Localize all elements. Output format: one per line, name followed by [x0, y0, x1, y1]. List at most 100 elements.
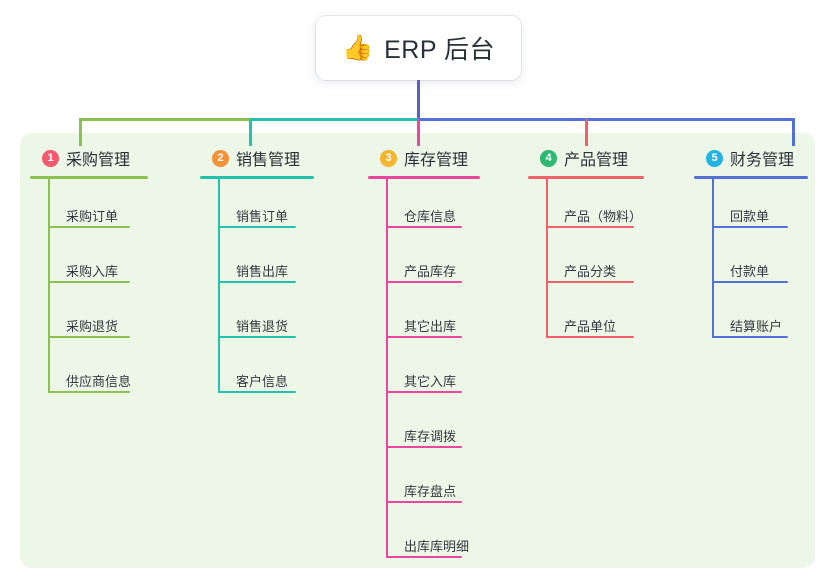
root-node-label: ERP 后台: [384, 36, 496, 64]
branch-items-list: 销售订单销售出库销售退货客户信息: [200, 179, 314, 399]
branch-item-rule: [712, 336, 788, 338]
branch-header-rule: [694, 176, 808, 179]
branch-item[interactable]: 采购订单: [30, 179, 148, 234]
branch-items-list: 仓库信息产品库存其它出库其它入库库存调拨库存盘点出库库明细: [368, 179, 480, 564]
branch-item[interactable]: 销售出库: [200, 234, 314, 289]
branch-item[interactable]: 客户信息: [200, 344, 314, 399]
branch-header-3[interactable]: 3 库存管理: [368, 146, 480, 170]
branch-number-badge: 1: [42, 149, 59, 167]
branch-item-rule: [386, 391, 462, 393]
branch-header-rule: [200, 176, 314, 179]
branch-item[interactable]: 采购退货: [30, 289, 148, 344]
branch-number-badge: 5: [706, 149, 723, 167]
branch-items-list: 采购订单采购入库采购退货供应商信息: [30, 179, 148, 399]
branch-item-rule: [218, 336, 296, 338]
branch-item-label: 供应商信息: [66, 374, 132, 389]
branch-item[interactable]: 销售退货: [200, 289, 314, 344]
branch-title: 财务管理: [730, 152, 795, 169]
branch-column-1: 1 采购管理采购订单采购入库采购退货供应商信息: [30, 146, 148, 399]
branch-item[interactable]: 结算账户: [694, 289, 808, 344]
branch-item-label: 产品（物料）: [564, 209, 643, 224]
branch-item-label: 销售退货: [236, 319, 289, 334]
branch-item[interactable]: 供应商信息: [30, 344, 148, 399]
branch-number-badge: 4: [540, 149, 557, 167]
branch-item-label: 仓库信息: [404, 209, 457, 224]
root-node-erp-backend[interactable]: 👍 ERP 后台: [316, 16, 521, 80]
branch-item-label: 回款单: [730, 209, 770, 224]
branch-item[interactable]: 其它入库: [368, 344, 480, 399]
branch-title: 销售管理: [236, 152, 301, 169]
branch-header-1[interactable]: 1 采购管理: [30, 146, 148, 170]
branch-items-list: 回款单付款单结算账户: [694, 179, 808, 344]
branch-item-label: 采购订单: [66, 209, 119, 224]
branch-item[interactable]: 销售订单: [200, 179, 314, 234]
branch-number-badge: 2: [212, 149, 229, 167]
branch-item[interactable]: 库存调拨: [368, 399, 480, 454]
branch-number-badge: 3: [380, 149, 397, 167]
branch-header-5[interactable]: 5 财务管理: [694, 146, 808, 170]
branch-item-label: 库存盘点: [404, 484, 457, 499]
branch-item-rule: [386, 556, 462, 558]
branch-item-rule: [48, 226, 130, 228]
branch-header-2[interactable]: 2 销售管理: [200, 146, 314, 170]
branch-item-rule: [48, 391, 130, 393]
branch-item[interactable]: 采购入库: [30, 234, 148, 289]
branch-item[interactable]: 回款单: [694, 179, 808, 234]
branch-item-rule: [546, 336, 634, 338]
branch-item-label: 采购退货: [66, 319, 119, 334]
branch-item[interactable]: 出库库明细: [368, 509, 480, 564]
branch-item-rule: [386, 446, 462, 448]
branch-item[interactable]: 付款单: [694, 234, 808, 289]
branch-item-label: 销售订单: [236, 209, 289, 224]
branch-title: 产品管理: [564, 152, 629, 169]
branch-column-4: 4 产品管理产品（物料） 产品分类产品单位: [528, 146, 644, 344]
branch-spine: [48, 179, 50, 393]
branch-item-rule: [218, 391, 296, 393]
branch-header-rule: [528, 176, 644, 179]
branch-item[interactable]: 产品单位: [528, 289, 644, 344]
branch-column-3: 3 库存管理仓库信息产品库存其它出库其它入库库存调拨库存盘点出库库明细: [368, 146, 480, 564]
branch-item-rule: [48, 336, 130, 338]
branch-item-label: 出库库明细: [404, 539, 470, 554]
branch-item-rule: [386, 281, 462, 283]
branch-item[interactable]: 产品库存: [368, 234, 480, 289]
branch-title: 库存管理: [404, 152, 469, 169]
branch-item[interactable]: 其它出库: [368, 289, 480, 344]
branch-item-label: 采购入库: [66, 264, 119, 279]
branch-item-rule: [218, 281, 296, 283]
branch-item[interactable]: 产品（物料）: [528, 179, 644, 234]
branch-spine: [386, 179, 388, 558]
branch-column-2: 2 销售管理销售订单销售出库销售退货客户信息: [200, 146, 314, 399]
branch-items-list: 产品（物料） 产品分类产品单位: [528, 179, 644, 344]
branch-item[interactable]: 产品分类: [528, 234, 644, 289]
branch-item-rule: [546, 281, 634, 283]
branch-spine: [546, 179, 548, 338]
branch-item-label: 库存调拨: [404, 429, 457, 444]
branch-item-rule: [386, 336, 462, 338]
branch-item-rule: [712, 281, 788, 283]
branch-item-label: 结算账户: [730, 319, 783, 334]
branch-spine: [218, 179, 220, 393]
thumbs-up-icon: 👍: [341, 33, 374, 62]
branch-item[interactable]: 仓库信息: [368, 179, 480, 234]
branch-item-label: 客户信息: [236, 374, 289, 389]
branch-item-label: 产品库存: [404, 264, 457, 279]
branch-item-rule: [546, 226, 634, 228]
branch-spine: [712, 179, 714, 338]
diagram-background-panel: [20, 133, 815, 568]
branch-item-rule: [218, 226, 296, 228]
branch-item-rule: [386, 501, 462, 503]
branch-item-label: 销售出库: [236, 264, 289, 279]
branch-header-4[interactable]: 4 产品管理: [528, 146, 644, 170]
root-node-content: 👍 ERP 后台: [342, 30, 495, 66]
branch-item-label: 产品单位: [564, 319, 617, 334]
branch-item[interactable]: 库存盘点: [368, 454, 480, 509]
branch-item-label: 其它入库: [404, 374, 457, 389]
branch-header-rule: [30, 176, 148, 179]
branch-item-label: 产品分类: [564, 264, 617, 279]
branch-item-rule: [712, 226, 788, 228]
branch-column-5: 5 财务管理回款单付款单结算账户: [694, 146, 808, 344]
branch-item-label: 付款单: [730, 264, 770, 279]
branch-title: 采购管理: [66, 152, 131, 169]
